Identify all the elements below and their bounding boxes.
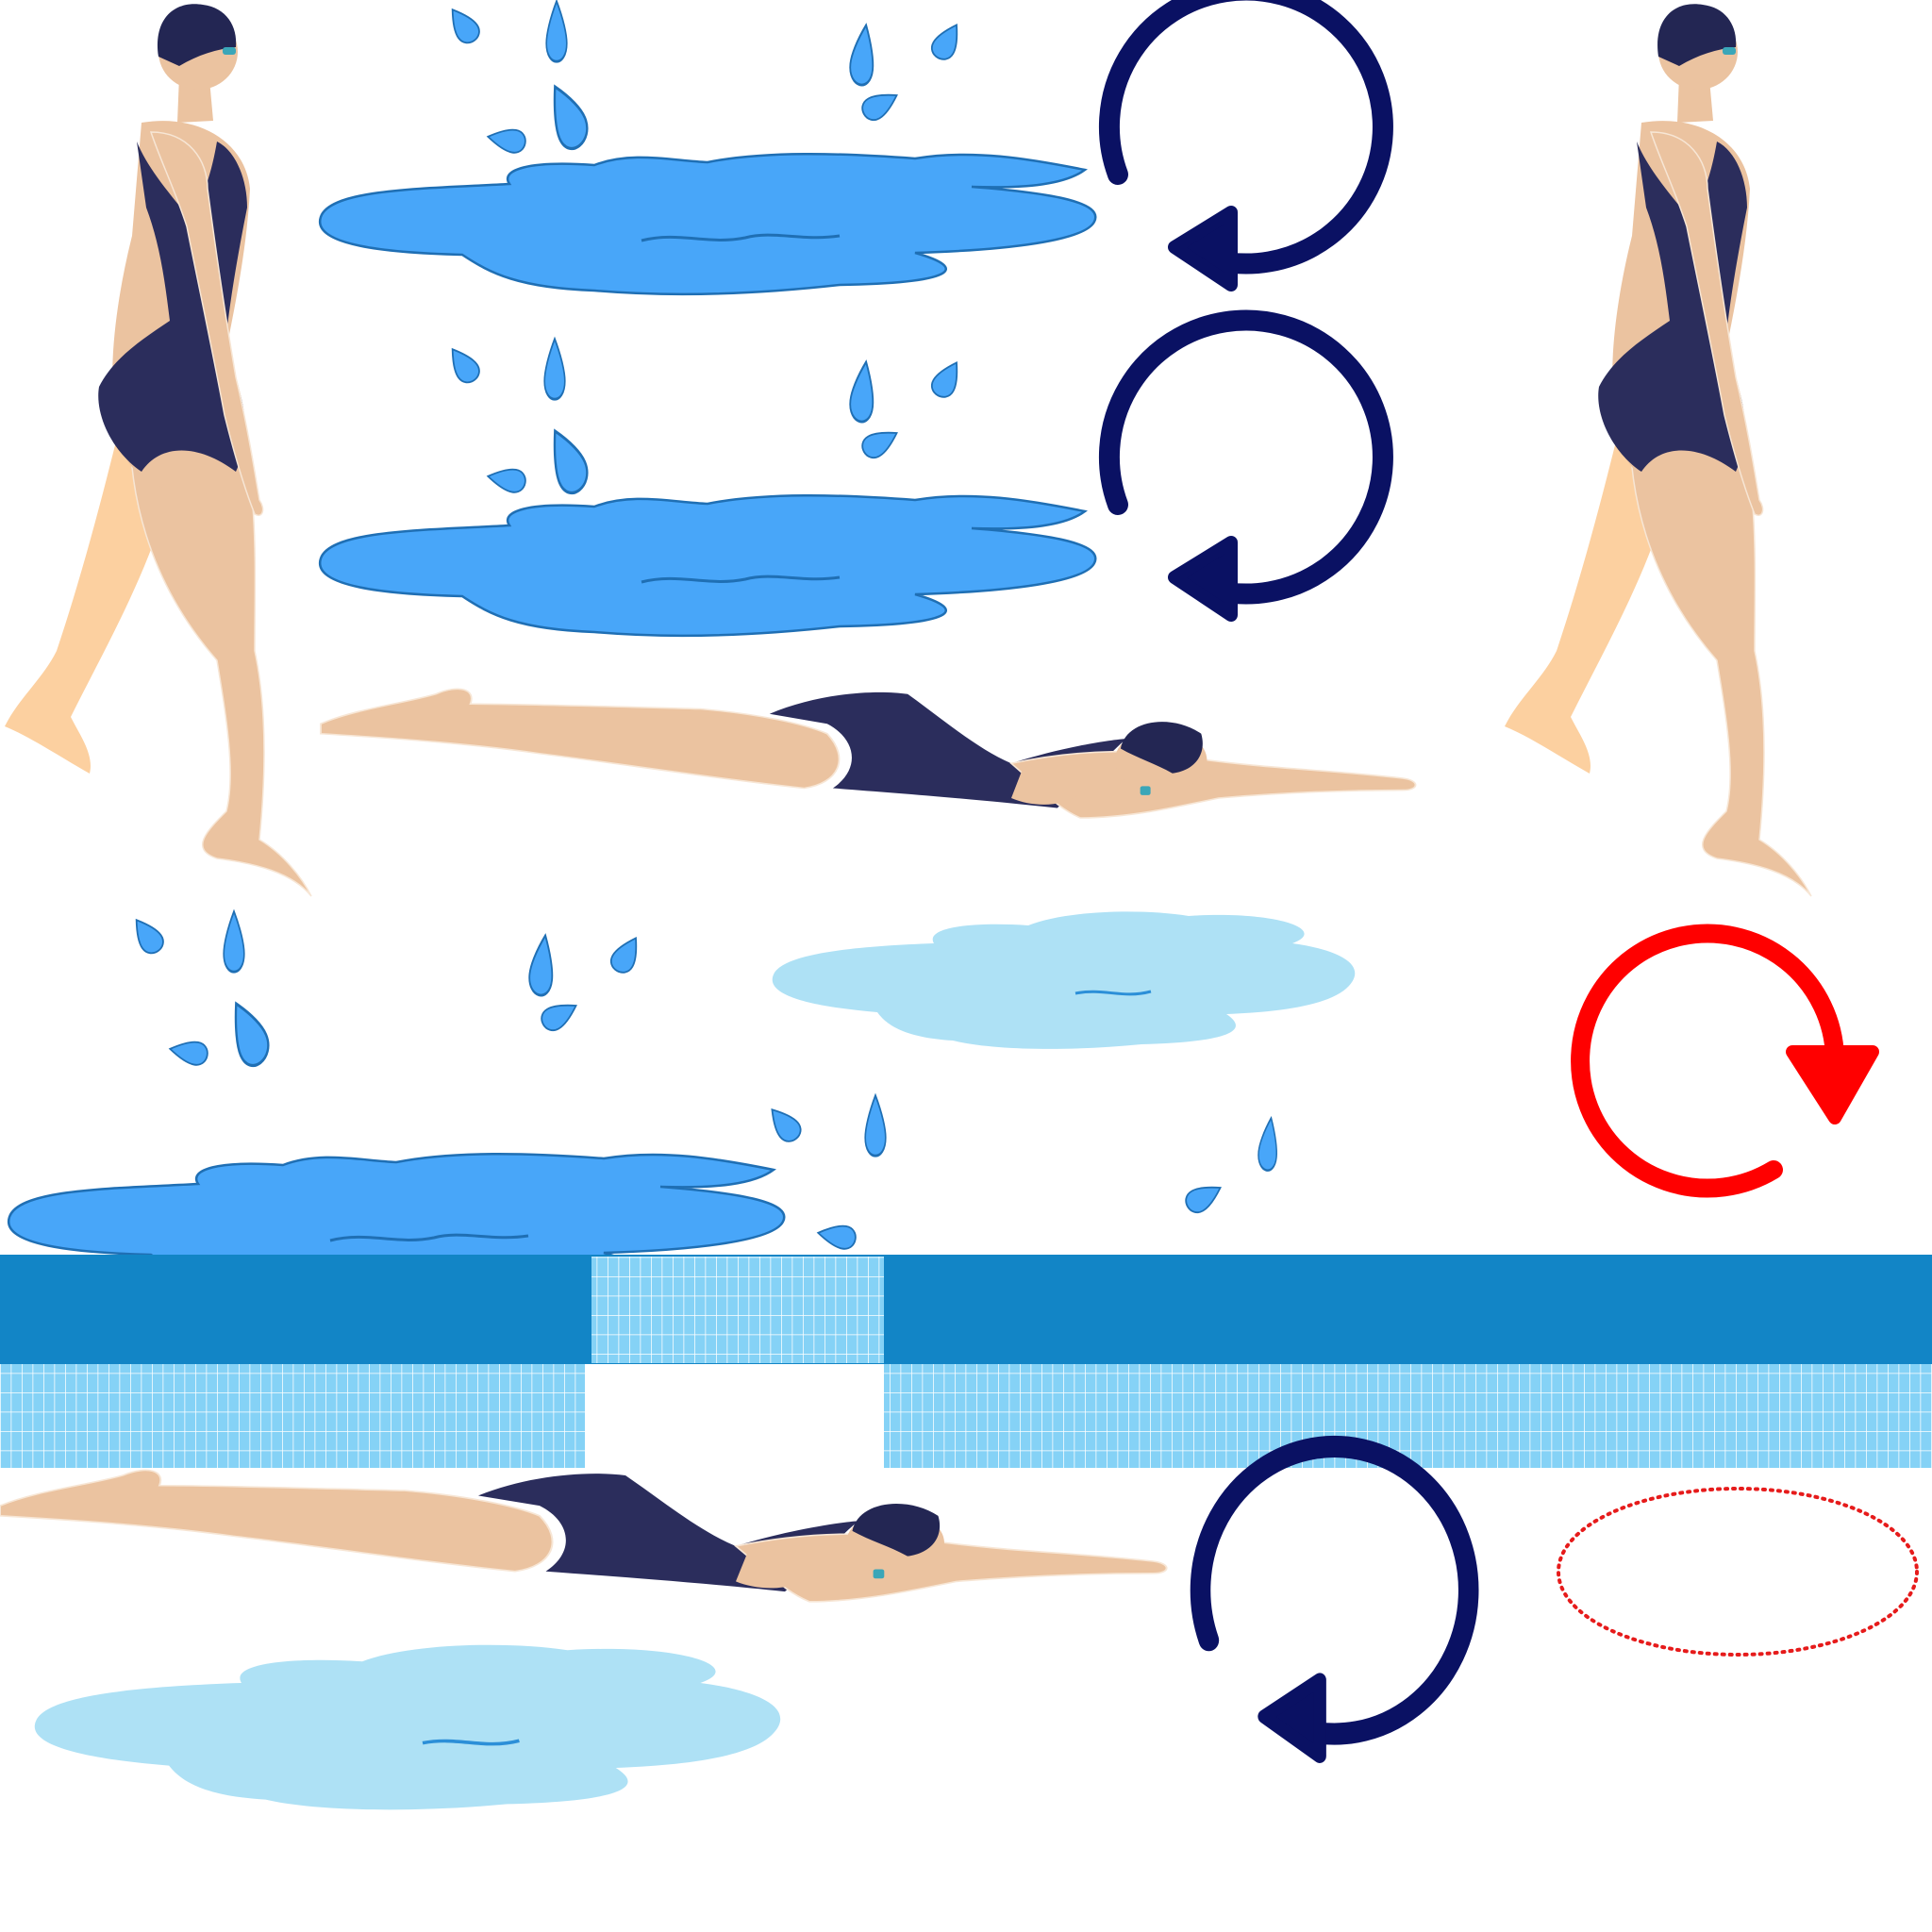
rotate-arrow-icon bbox=[1571, 924, 1879, 1198]
pool-tile-strip-icon bbox=[0, 1255, 1932, 1468]
dotted-ring-icon bbox=[1557, 1487, 1919, 1657]
